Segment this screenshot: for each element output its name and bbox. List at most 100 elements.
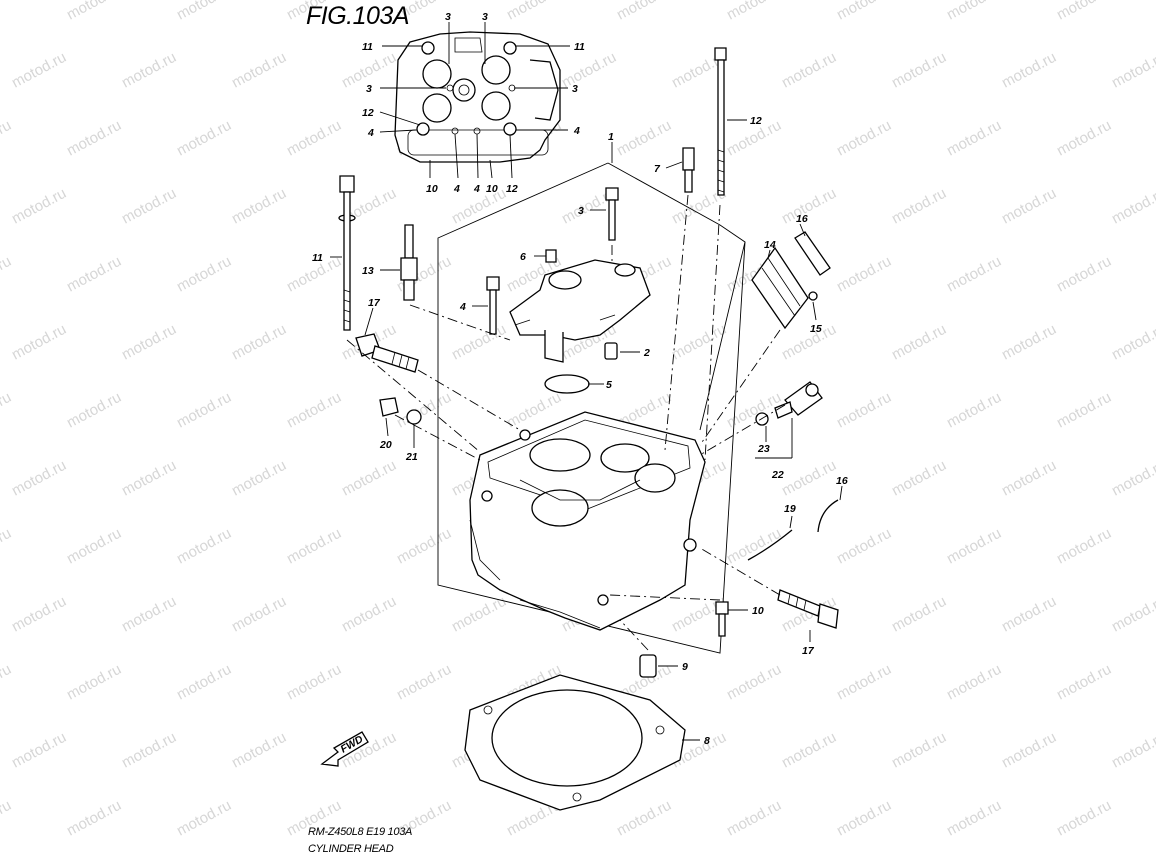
watermark-text: motod.ru [0, 253, 14, 296]
watermark-text: motod.ru [999, 49, 1059, 92]
watermark-text: motod.ru [64, 0, 124, 24]
watermark-text: motod.ru [0, 797, 14, 840]
watermark-text: motod.ru [64, 661, 124, 704]
dowel-pin-2 [604, 342, 618, 360]
watermark-text: motod.ru [944, 389, 1004, 432]
watermark-text: motod.ru [119, 457, 179, 500]
watermark-text: motod.ru [614, 117, 674, 160]
watermark-text: motod.ru [834, 661, 894, 704]
watermark-text: motod.ru [724, 661, 784, 704]
watermark-text: motod.ru [394, 661, 454, 704]
assembly-outline-box [437, 162, 746, 654]
watermark-text: motod.ru [229, 49, 289, 92]
watermark-text: motod.ru [339, 593, 399, 636]
part-callout-16: 16 [796, 213, 808, 225]
watermark-text: motod.ru [944, 797, 1004, 840]
watermark-text: motod.ru [64, 117, 124, 160]
watermark-text: motod.ru [0, 0, 14, 24]
inset-leader-lines [379, 22, 570, 179]
bolt-12 [714, 47, 727, 196]
watermark-text: motod.ru [724, 797, 784, 840]
inset-callout-4: 4 [367, 127, 374, 139]
leader-lines [330, 119, 843, 741]
watermark-text: motod.ru [9, 593, 69, 636]
watermark-text: motod.ru [1054, 389, 1114, 432]
bolt-20 [379, 397, 399, 417]
clip-16-lower [817, 499, 839, 533]
watermark-text: motod.ru [779, 457, 839, 500]
inset-callout-3: 3 [482, 11, 488, 23]
bolt-6 [545, 249, 557, 263]
inset-callout-11: 11 [574, 41, 585, 53]
watermark-text: motod.ru [1054, 525, 1114, 568]
watermark-text: motod.ru [889, 185, 949, 228]
watermark-text: motod.ru [999, 321, 1059, 364]
watermark-text: motod.ru [999, 729, 1059, 772]
watermark-text: motod.ru [0, 661, 14, 704]
watermark-text: motod.ru [9, 321, 69, 364]
watermark-text: motod.ru [284, 389, 344, 432]
watermark-text: motod.ru [229, 321, 289, 364]
intake-pipe-14 [751, 231, 831, 330]
inset-callout-4: 4 [573, 125, 580, 137]
watermark-text: motod.ru [119, 185, 179, 228]
part-callout-16: 16 [836, 475, 848, 487]
part-callout-19: 19 [784, 503, 796, 515]
watermark-text: motod.ru [284, 117, 344, 160]
watermark-text: motod.ru [834, 253, 894, 296]
watermark-text: motod.ru [944, 253, 1004, 296]
part-callout-17: 17 [802, 645, 815, 657]
figure-caption: CYLINDER HEAD [308, 843, 394, 855]
part-callout-1: 1 [608, 131, 614, 143]
watermark-text: motod.ru [614, 797, 674, 840]
watermark-text: motod.ru [64, 525, 124, 568]
watermark-text: motod.ru [889, 321, 949, 364]
watermark-text: motod.ru [834, 0, 894, 24]
watermark-text: motod.ru [64, 253, 124, 296]
watermark-text: motod.ru [944, 661, 1004, 704]
part-callout-3: 3 [578, 205, 584, 217]
watermark-text: motod.ru [174, 661, 234, 704]
watermark-text: motod.ru [559, 49, 619, 92]
watermark-text: motod.ru [889, 49, 949, 92]
assembly-outline [607, 162, 746, 431]
inset-callout-3: 3 [445, 11, 451, 23]
watermark-text: motod.ru [9, 729, 69, 772]
watermark-text: motod.ru [0, 525, 14, 568]
part-callout-22: 22 [771, 469, 784, 481]
watermark-text: motod.ru [174, 389, 234, 432]
model-code: RM-Z450L8 E19 103A [308, 826, 413, 838]
watermark-text: motod.ru [614, 0, 674, 24]
watermark-text: motod.ru [999, 457, 1059, 500]
watermark-text: motod.ru [724, 0, 784, 24]
part-callout-17: 17 [368, 297, 381, 309]
watermark-text: motod.ru [9, 185, 69, 228]
watermark-text: motod.ru [64, 389, 124, 432]
watermark-text: motod.ru [119, 729, 179, 772]
bolt-3 [605, 187, 619, 241]
assembly-lines [346, 194, 786, 651]
part-callout-7: 7 [654, 163, 661, 175]
watermark-text: motod.ru [889, 729, 949, 772]
watermark-text: motod.ru [229, 457, 289, 500]
watermark-text: motod.ru [1054, 117, 1114, 160]
inset-callout-11: 11 [362, 41, 373, 53]
watermark-text: motod.ru [1054, 797, 1114, 840]
watermark-text: motod.ru [64, 797, 124, 840]
inset-callout-3: 3 [366, 83, 372, 95]
watermark-text: motod.ru [119, 49, 179, 92]
inset-top-view [394, 31, 561, 163]
bolt-17-lower [777, 589, 839, 629]
watermark-text: motod.ru [1109, 321, 1156, 364]
watermark-text: motod.ru [229, 185, 289, 228]
o-ring-5 [544, 374, 590, 394]
cylinder-head-gasket [464, 674, 686, 811]
part-callout-14: 14 [764, 239, 776, 251]
watermark-text: motod.ru [9, 49, 69, 92]
watermark-text: motod.ru [229, 729, 289, 772]
inset-callout-4: 4 [453, 183, 460, 195]
spark-plug-13 [400, 224, 418, 301]
part-callout-2: 2 [643, 347, 650, 359]
watermark-text: motod.ru [669, 321, 729, 364]
